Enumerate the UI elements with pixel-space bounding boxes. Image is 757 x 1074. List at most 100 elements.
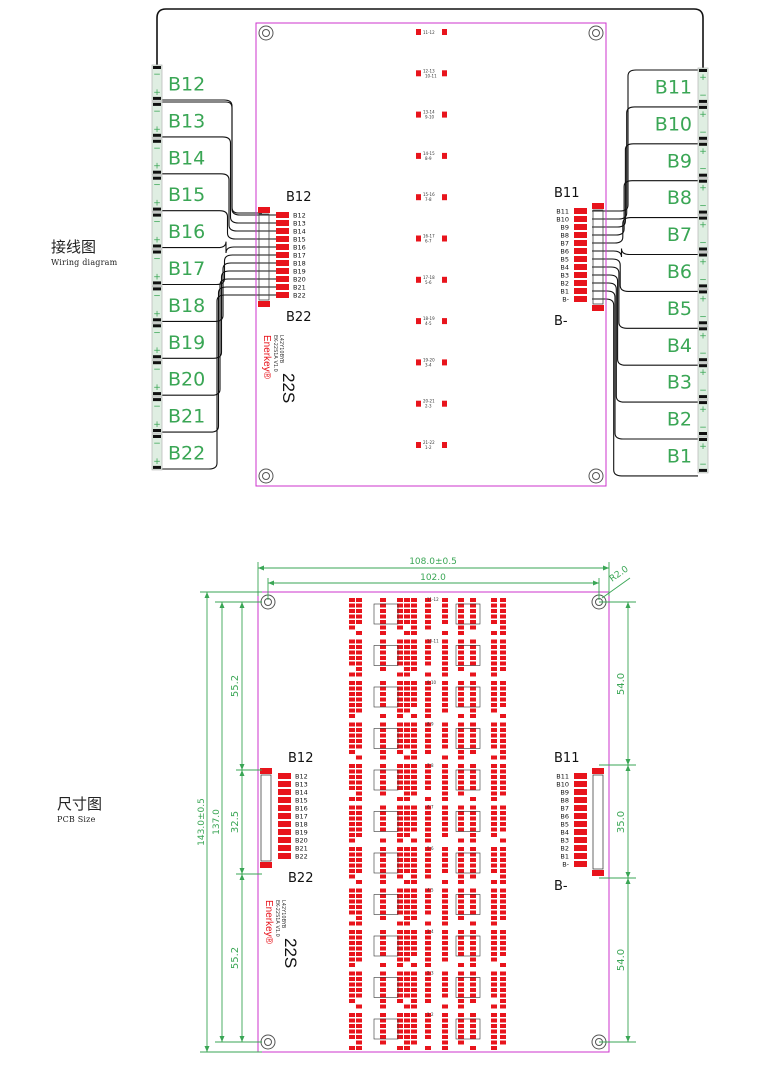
smd-pad: [349, 888, 355, 893]
cell-polarity: +: [699, 331, 707, 341]
smd-pad: [500, 888, 506, 893]
smd-pad: [349, 999, 355, 1003]
smd-pad: [380, 791, 386, 796]
smd-pad: [380, 739, 386, 743]
smd-pad: [411, 811, 417, 815]
smd-pad: [470, 769, 476, 774]
connector-bottom-label: B-: [554, 314, 568, 329]
smd-pad: [349, 714, 355, 718]
cell-terminal: [153, 244, 161, 248]
smd-pad: [500, 598, 506, 602]
balance-pad: [416, 29, 421, 35]
smd-pad: [411, 697, 417, 702]
smd-pad: [349, 910, 355, 915]
smd-pad: [491, 852, 497, 857]
smd-pad: [442, 930, 448, 934]
balance-pad: [416, 111, 421, 118]
smd-pad: [425, 728, 431, 732]
cell-polarity: −: [699, 128, 707, 138]
cell-terminal: [153, 318, 161, 322]
connector-end-pad: [258, 207, 270, 213]
smd-pad: [491, 755, 497, 760]
mosfet-outline: [373, 603, 399, 625]
smd-pad: [411, 852, 417, 857]
smd-pad: [404, 650, 410, 655]
balance-label: 4-5: [427, 888, 434, 893]
smd-pad: [458, 1024, 464, 1028]
smd-pad: [349, 805, 355, 810]
smd-pad: [491, 780, 497, 785]
smd-pad: [411, 598, 417, 602]
balance-pad: [442, 359, 447, 366]
smd-pad: [349, 894, 355, 898]
balance-pad: [416, 442, 421, 448]
smd-pad: [425, 739, 431, 743]
smd-pad: [404, 805, 410, 810]
smd-pad: [356, 977, 362, 981]
smd-pad: [404, 769, 410, 774]
smd-pad: [500, 899, 506, 904]
connector-pin-label: B12: [293, 212, 306, 220]
cell-label: B22: [168, 442, 205, 464]
balance-label: 21-22: [423, 440, 435, 445]
smd-pad: [380, 930, 386, 934]
cell-terminal: [153, 287, 161, 291]
smd-pad: [404, 930, 410, 934]
connector-pin-label: B2: [560, 280, 569, 288]
smd-pad: [470, 988, 476, 992]
smd-pad: [397, 852, 403, 857]
balance-wire-right: [592, 282, 698, 403]
smd-pad: [356, 847, 362, 851]
smd-pad: [380, 1013, 386, 1017]
smd-pad: [397, 609, 403, 613]
smd-pad: [349, 1018, 355, 1023]
smd-pad: [500, 739, 506, 743]
smd-pad: [349, 692, 355, 696]
smd-pad: [491, 833, 497, 837]
smd-pad: [380, 952, 386, 956]
smd-pad: [491, 916, 497, 920]
smd-pad: [470, 977, 476, 981]
cell-polarity: +: [699, 294, 707, 304]
connector-pin-pad: [276, 244, 289, 250]
connector-pin-label: B20: [293, 276, 306, 284]
smd-pad: [491, 1013, 497, 1017]
cell-label: B10: [655, 113, 692, 135]
smd-pad: [425, 930, 431, 934]
smd-pad: [500, 786, 506, 790]
smd-pad: [500, 993, 506, 998]
smd-pad: [356, 609, 362, 613]
connector-title: B11: [554, 751, 579, 766]
smd-pad: [404, 827, 410, 832]
cell-body: [151, 212, 163, 249]
connector-pin-label: B21: [293, 284, 306, 292]
connector-pin-label: B-: [562, 296, 569, 304]
smd-pad: [470, 728, 476, 732]
size-board-mount-hole: [260, 1034, 276, 1050]
smd-pad: [349, 946, 355, 951]
cell-polarity: +: [153, 346, 161, 356]
smd-pad: [349, 905, 355, 909]
smd-pad: [491, 650, 497, 655]
smd-pad: [411, 650, 417, 655]
smd-pad: [500, 661, 506, 666]
cell-terminal: [153, 281, 161, 285]
smd-pad: [349, 728, 355, 732]
smd-pad: [349, 874, 355, 879]
smd-pad: [491, 614, 497, 619]
mosfet-outline: [455, 977, 481, 998]
balance-pad: [442, 111, 447, 118]
smd-pad: [458, 1013, 464, 1017]
smd-pad: [470, 894, 476, 898]
smd-pad: [425, 645, 431, 649]
balance-pad: [442, 400, 447, 407]
smd-pad: [349, 847, 355, 851]
smd-pad: [500, 614, 506, 619]
smd-pad: [500, 791, 506, 796]
smd-pad: [500, 946, 506, 951]
series-label: 22S: [281, 938, 300, 968]
smd-pad: [397, 625, 403, 630]
smd-pad: [356, 631, 362, 635]
smd-pad: [458, 916, 464, 920]
